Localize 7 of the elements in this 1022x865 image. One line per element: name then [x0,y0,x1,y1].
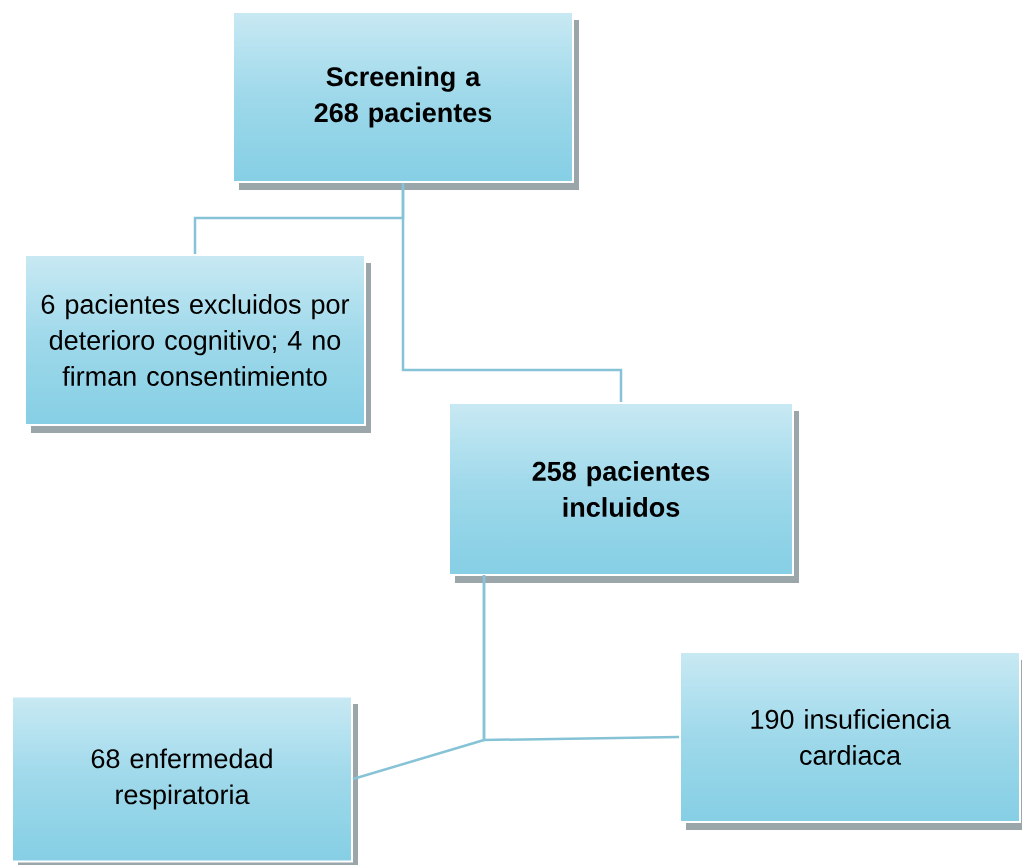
connector-line [482,575,680,742]
connector-line [401,183,623,402]
process-box: 258 pacientes incluidos [448,402,799,583]
process-box: Screening a 268 pacientes [232,11,579,190]
process-box: 6 pacientes excluidos por deterioro cognitivo; 4 no firman consentimiento [24,254,371,433]
process-box: 68 enfermedad respiratoria [11,695,358,865]
process-box: 190 insuficiencia cardiaca [679,651,1022,830]
